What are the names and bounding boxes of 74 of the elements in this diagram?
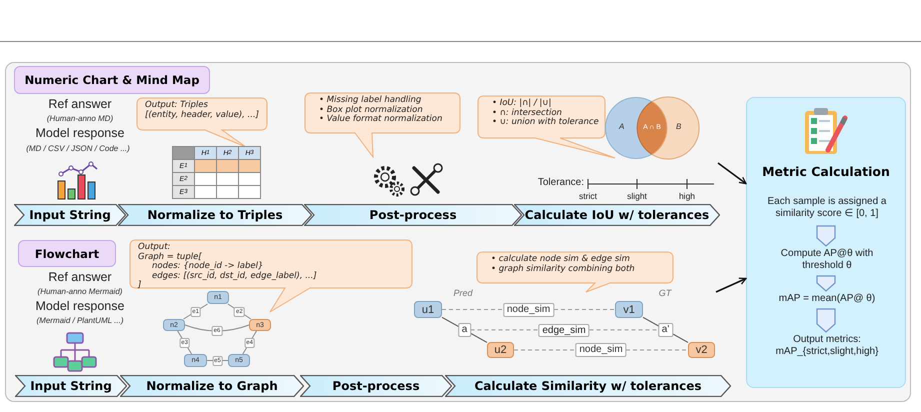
- connector-line: [642, 316, 688, 343]
- text-label: Tolerance:: [536, 177, 584, 188]
- callout-text: Output:: [138, 243, 170, 252]
- note-text: (Human-anno Mermaid): [36, 287, 124, 296]
- bullet-item: • Missing label handling: [319, 96, 422, 106]
- edge-label: node_sim: [502, 302, 554, 316]
- column-label: Pred: [452, 288, 474, 298]
- step-title: Post-process: [368, 207, 458, 224]
- step-banner: [15, 375, 127, 397]
- connector-line: [184, 324, 250, 332]
- step-banner: [14, 204, 126, 226]
- similarity-label: edge_sim: [538, 324, 590, 337]
- callout-text: Output: Triples: [145, 101, 208, 110]
- step-title: Calculate IoU w/ tolerances: [524, 207, 710, 224]
- set-label: A: [619, 122, 624, 131]
- step-title: Post-process: [331, 378, 421, 395]
- note-text: (Mermaid / PlantUML ...): [36, 316, 124, 325]
- text-label: slight: [626, 191, 648, 201]
- step-banner: [445, 375, 731, 397]
- metric-panel: [746, 97, 906, 388]
- chevron-arrow: [816, 225, 836, 247]
- bullet-item: • ∩: intersection: [492, 108, 562, 118]
- step-banner: [304, 204, 522, 226]
- step-banner: [514, 204, 720, 226]
- text-label: Model response: [34, 126, 126, 140]
- text-label: Ref answer: [47, 270, 113, 284]
- text-label: strict: [578, 191, 598, 201]
- column-label: GT: [658, 288, 673, 298]
- step-title: Calculate Similarity w/ tolerances: [473, 378, 703, 395]
- bullet-item: • Value format normalization: [319, 115, 442, 124]
- step-title: Normalize to Graph: [145, 378, 279, 395]
- text-label: Model response: [34, 299, 126, 313]
- step-title: Input String: [28, 207, 112, 224]
- graph-node: u1: [414, 301, 442, 318]
- note-text: (MD / CSV / JSON / Code ...): [25, 144, 131, 153]
- text-label: Ref answer: [47, 97, 113, 111]
- graph-node: u2: [487, 342, 514, 358]
- speech-bubble: [129, 239, 413, 313]
- step-text: mAP = mean(AP@ θ): [757, 293, 897, 309]
- speech-bubble: [477, 95, 616, 159]
- text-label: high: [678, 191, 696, 201]
- step-text: Compute AP@θ with threshold θ: [762, 248, 892, 276]
- step-text: Each sample is assigned a similarity score ∈ [0, 1]: [757, 196, 897, 226]
- callout-text: edges: [(src_id, dst_id, edge_label), ...]: [152, 272, 317, 281]
- callout-text: [(entity, header, value), ...]: [145, 110, 259, 120]
- chevron-arrow: [816, 275, 836, 292]
- arrow: [718, 162, 747, 184]
- callout-text: ]: [138, 281, 142, 290]
- bullet-item: • graph similarity combining both: [491, 264, 635, 274]
- step-text: Output metrics: mAP_{strict,slight,high}: [757, 334, 897, 362]
- step-title: Input String: [29, 378, 113, 395]
- graph-node: v2: [688, 342, 715, 358]
- panel-title: Metric Calculation: [761, 164, 891, 179]
- bullet-item: • ∪: union with tolerance: [492, 118, 599, 128]
- graph-node: v1: [615, 301, 643, 318]
- connector-line: [183, 304, 208, 320]
- step-title: Normalize to Triples: [146, 207, 284, 224]
- category-tag: Numeric Chart & Mind Map: [14, 66, 210, 94]
- venn-crescent: [652, 97, 700, 159]
- speech-bubble: [304, 92, 461, 158]
- bullet-item: • Box plot normalization: [319, 106, 423, 114]
- bullet-item: • IoU: |∩| / |∪|: [492, 99, 552, 108]
- connector-line: [442, 316, 488, 343]
- speech-bubble: [136, 97, 268, 148]
- callout-text: nodes: {node_id -> label}: [152, 262, 264, 272]
- callout-text: Graph = tuple[: [138, 252, 202, 262]
- step-banner: [300, 375, 452, 397]
- step-banner: [120, 375, 304, 397]
- category-tag: Flowchart: [18, 240, 116, 267]
- bullet-item: • calculate node sim & edge sim: [491, 255, 630, 264]
- arrow: [716, 278, 747, 293]
- set-label: B: [676, 122, 682, 131]
- step-banner: [118, 204, 312, 226]
- edge-label: node_sim: [575, 343, 627, 357]
